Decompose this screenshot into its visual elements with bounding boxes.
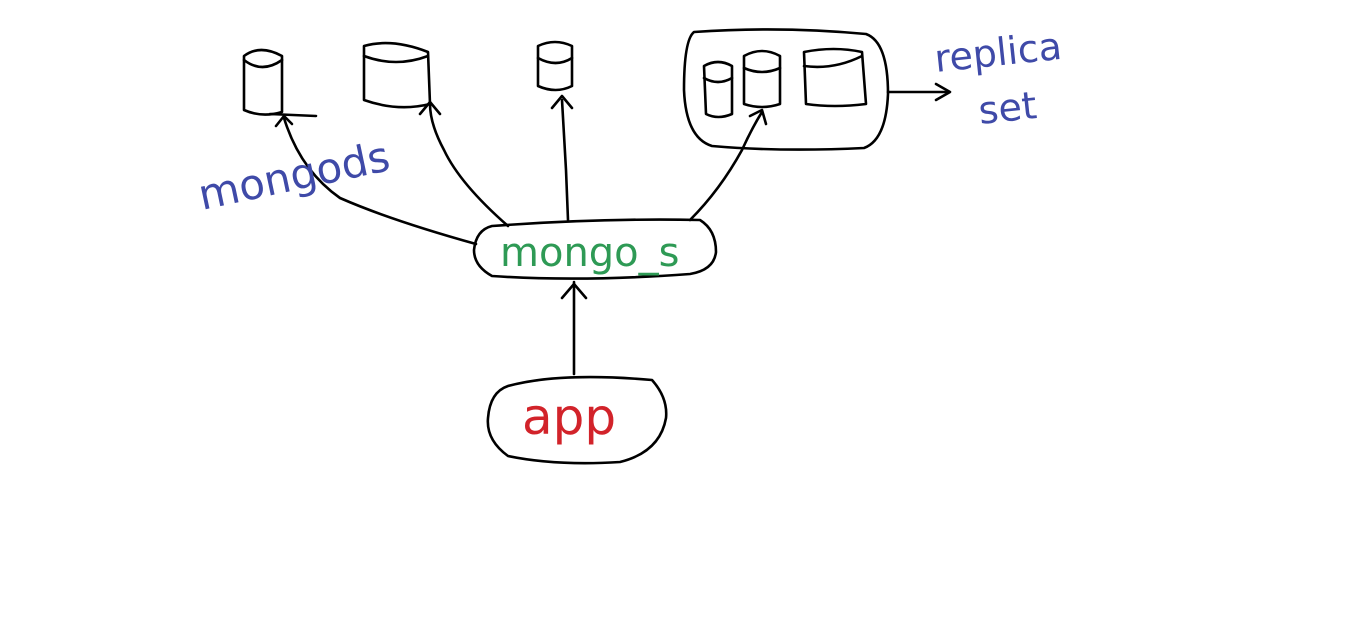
replica-member-1 — [702, 60, 734, 119]
mongos-node — [472, 218, 718, 280]
app-node — [486, 375, 668, 465]
replica-member-2 — [742, 49, 782, 109]
arrow-mongos-to-mongod-1 — [268, 112, 478, 246]
arrow-mongos-to-replica-set — [688, 108, 768, 222]
replica-member-3 — [802, 47, 868, 108]
app-label: app — [522, 388, 616, 446]
replica-label-line1: replica — [932, 24, 1063, 81]
mongod-node-3 — [536, 40, 574, 92]
replica-label-line2: set — [976, 83, 1038, 133]
arrow-app-to-mongos — [560, 280, 588, 376]
mongos-label: mongo_s — [500, 230, 680, 276]
arrow-mongos-to-mongod-2 — [418, 100, 510, 228]
replica-label-arrow — [886, 82, 952, 102]
arrow-mongos-to-mongod-3 — [550, 94, 574, 222]
mongod-node-1 — [242, 48, 284, 116]
replica-set-group — [682, 28, 890, 151]
mongod-node-2 — [362, 41, 432, 109]
